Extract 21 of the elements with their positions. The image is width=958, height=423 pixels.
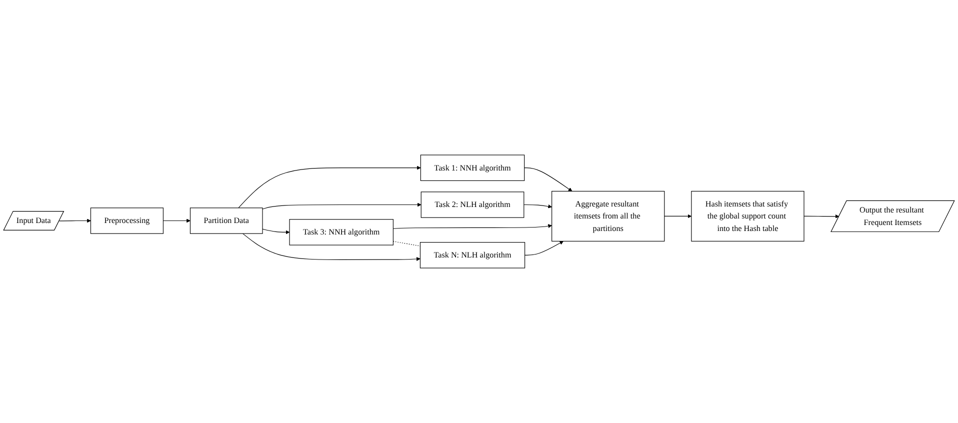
arrow	[524, 168, 572, 192]
arrow	[242, 233, 420, 261]
arrow	[162, 218, 190, 223]
node-box: Partition Data	[190, 208, 263, 234]
node-box: Aggregate resultant itemsets from all the partitions	[552, 190, 665, 242]
arrow	[804, 214, 840, 218]
node-box: Hash itemsets that satisfy the global support count into the Hash table	[691, 190, 804, 242]
arrow	[262, 228, 290, 234]
arrow	[262, 202, 422, 210]
arrow	[524, 241, 564, 256]
node-box: Task 3: NNH algorithm	[289, 219, 394, 246]
node-box: Task 1: NNH algorithm	[420, 154, 525, 181]
arrow	[664, 214, 692, 218]
arrow	[238, 166, 421, 208]
connector	[392, 241, 421, 246]
node-box: Preprocessing	[90, 208, 164, 234]
node-box: Task 2: NLH algorithm	[420, 192, 524, 218]
node-box: Task N: NLH algorithm	[420, 242, 526, 268]
arrow	[58, 218, 91, 223]
arrow	[524, 204, 552, 208]
arrow	[392, 224, 552, 229]
